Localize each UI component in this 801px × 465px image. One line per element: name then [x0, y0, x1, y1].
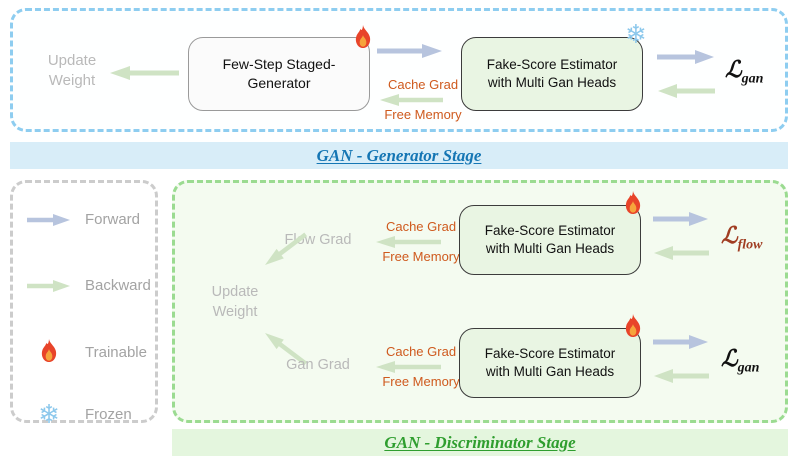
gan-grad-label: Gan Grad [286, 357, 350, 373]
legend-label-frozen: Frozen [85, 405, 132, 423]
free-memory-label: Free Memory [382, 374, 460, 389]
backward-arrow-icon [653, 368, 709, 384]
backward-arrow-icon [109, 65, 179, 81]
generator-stage-panel: Update Weight Few-Step Staged-Generator … [10, 8, 788, 132]
diagonal-backward-arrow-icon [260, 327, 310, 369]
flame-icon [351, 25, 375, 56]
cache-grad-label: Cache Grad [385, 219, 457, 234]
discriminator-stage-banner: GAN - Discriminator Stage [172, 429, 788, 456]
generator-banner-label: GAN - Generator Stage [316, 145, 482, 165]
generator-box-label: Few-Step Staged-Generator [222, 56, 336, 91]
loss-flow-label: ℒflow [721, 223, 763, 253]
cache-grad-label: Cache Grad [387, 77, 459, 92]
legend-label-trainable: Trainable [85, 343, 147, 361]
legend-item-forward: Forward [27, 211, 140, 228]
backward-arrow-icon [657, 83, 715, 99]
backward-arrow-icon [27, 279, 71, 293]
fake-score-estimator-box: Fake-Score Estimator with Multi Gan Head… [459, 328, 641, 398]
few-step-staged-generator-box: Few-Step Staged-Generator [188, 37, 370, 111]
forward-arrow-icon [653, 334, 709, 350]
forward-arrow-icon [653, 211, 709, 227]
snowflake-icon: ❄ [38, 399, 60, 429]
discriminator-stage-panel: Flow Grad Cache Grad Free Memory Fake-Sc… [172, 180, 788, 423]
forward-arrow-icon [27, 213, 71, 227]
backward-arrow-icon [653, 245, 709, 261]
free-memory-label: Free Memory [382, 249, 460, 264]
backward-arrow-icon [375, 235, 441, 249]
loss-gan-label: ℒgan [721, 346, 760, 376]
update-weight-label: Update Weight [211, 284, 259, 320]
flame-icon [621, 314, 645, 345]
estimator-box-line1: Fake-Score Estimator [486, 56, 618, 72]
update-weight-label: Update Weight [47, 52, 97, 90]
generator-stage-banner: GAN - Generator Stage [10, 142, 788, 169]
flame-icon [27, 339, 71, 365]
legend-item-frozen: ❄ Frozen [27, 401, 132, 427]
estimator-box-line2: with Multi Gan Heads [485, 241, 615, 256]
legend-item-trainable: Trainable [27, 339, 147, 365]
fake-score-estimator-box: Fake-Score Estimator with Multi Gan Head… [461, 37, 643, 111]
backward-arrow-icon [379, 93, 443, 107]
legend-label-backward: Backward [85, 277, 151, 294]
snowflake-icon: ❄ [625, 19, 647, 49]
legend-item-backward: Backward [27, 277, 151, 294]
diagonal-backward-arrow-icon [260, 229, 310, 271]
fake-score-estimator-box: Fake-Score Estimator with Multi Gan Head… [459, 205, 641, 275]
estimator-box-line1: Fake-Score Estimator [484, 222, 616, 238]
free-memory-label: Free Memory [384, 107, 462, 122]
estimator-box-line2: with Multi Gan Heads [487, 75, 617, 90]
cache-grad-label: Cache Grad [385, 344, 457, 359]
legend-label-forward: Forward [85, 211, 141, 228]
estimator-box-line2: with Multi Gan Heads [485, 364, 615, 379]
backward-arrow-icon [375, 360, 441, 374]
forward-arrow-icon [377, 43, 443, 59]
estimator-box-line1: Fake-Score Estimator [484, 345, 616, 361]
forward-arrow-icon [657, 49, 715, 65]
flame-icon [621, 191, 645, 222]
loss-gan-label: ℒgan [725, 57, 764, 87]
discriminator-banner-label: GAN - Discriminator Stage [384, 432, 576, 452]
legend-panel: Forward Backward Trainable ❄ Frozen [10, 180, 158, 427]
